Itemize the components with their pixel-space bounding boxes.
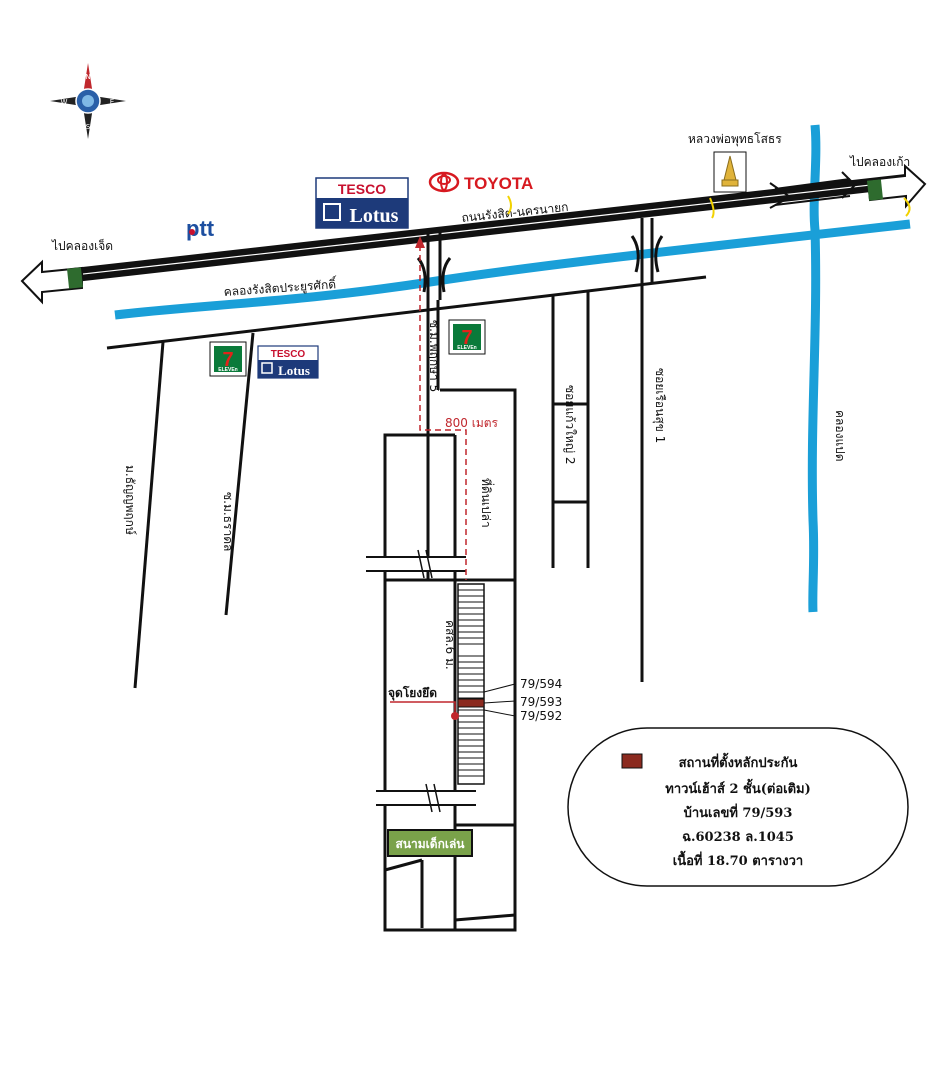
arrow-to-khlong-7	[20, 259, 84, 305]
tesco-lotus-logo-top: TESCO Lotus	[315, 177, 409, 229]
townhouse-row	[457, 583, 485, 785]
legend-swatch	[621, 753, 643, 769]
ptt-text: ptt	[186, 216, 215, 241]
house-79-592: 79/592	[520, 709, 562, 723]
label-vacant-land: ที่ดินเปล่า	[479, 478, 495, 528]
tesco-text: TESCO	[338, 181, 386, 197]
label-temple: หลวงพ่อพุทธโสธร	[688, 132, 782, 147]
label-to-khlong-9: ไปคลองเก้า	[849, 155, 910, 169]
seven-num-top: 7	[461, 327, 472, 349]
tesco-lotus-logo-small: TESCO Lotus	[257, 345, 319, 379]
compass-rose-icon: N S E W	[50, 63, 126, 139]
label-soi-pruksa-5: ซ.ม.พฤกษา 5	[427, 320, 441, 392]
road-rattan	[224, 332, 255, 616]
temple-stupa-icon	[713, 151, 747, 193]
label-canal-8: คลองแปด	[833, 410, 847, 462]
legend-line3: บ้านเลขที่ 79/593	[684, 803, 793, 821]
ptt-logo: ptt	[186, 216, 215, 241]
distance-route	[419, 245, 467, 580]
seven-eleven-logo-icon: 7 ELEVEn	[448, 319, 486, 355]
lotus-text: Lotus	[350, 205, 399, 227]
house-79-593: 79/593	[520, 695, 562, 709]
target-property	[457, 698, 485, 708]
legend-line5: เนื้อที่ 18.70 ตารางวา	[673, 850, 803, 869]
toyota-logo-icon	[428, 171, 460, 193]
toyota-text: TOYOTA	[464, 174, 533, 193]
seven-num-left: 7	[222, 349, 233, 371]
label-soi-ruean-1: ซอยเรือนสุข 1	[652, 368, 667, 443]
secondary-road	[106, 275, 707, 350]
seven-word-top: ELEVEn	[457, 345, 476, 351]
compass-w: W	[61, 98, 68, 106]
compass-n: N	[85, 73, 90, 81]
playground	[387, 829, 473, 857]
house-79-594: 79/594	[520, 677, 562, 691]
legend-line2: ทาวน์เฮ้าส์ 2 ชั้น(ต่อเติม)	[665, 778, 810, 797]
ref-point-label: จุดโยงยึด	[388, 685, 437, 701]
legend-line4: ฉ.60238 ล.1045	[682, 830, 794, 845]
playground-label: สนามเด็กเล่น	[396, 836, 466, 851]
compass-e: E	[110, 98, 114, 106]
legend-line1: สถานที่ตั้งหลักประกัน	[679, 752, 798, 771]
arrow-to-khlong-9	[866, 163, 927, 209]
seven-word-left: ELEVEn	[218, 367, 237, 373]
ref-point-dot	[451, 712, 459, 720]
lotus-text-small: Lotus	[278, 363, 310, 378]
legend: สถานที่ตั้งหลักประกัน ทาวน์เฮ้าส์ 2 ชั้น…	[567, 727, 909, 887]
label-to-khlong-7: ไปคลองเจ็ด	[51, 238, 113, 253]
label-soi-kaew-2: ซอยแก้วใหญ่ 2	[563, 385, 577, 465]
canal-main	[114, 219, 911, 320]
tesco-text-small: TESCO	[271, 349, 306, 360]
label-lane-6m: คสล.6 ม.	[443, 620, 457, 670]
seven-eleven-logo-icon-2: 7 ELEVEn	[209, 341, 247, 377]
label-soi-thanya: ม.ธัญญพฤกษ์	[123, 465, 137, 535]
label-soi-rattan: ซ.ม.ธราดล	[221, 492, 235, 551]
distance-label: 800 เมตร	[445, 416, 499, 430]
road-thanya	[133, 341, 165, 689]
compass-s: S	[86, 123, 91, 131]
